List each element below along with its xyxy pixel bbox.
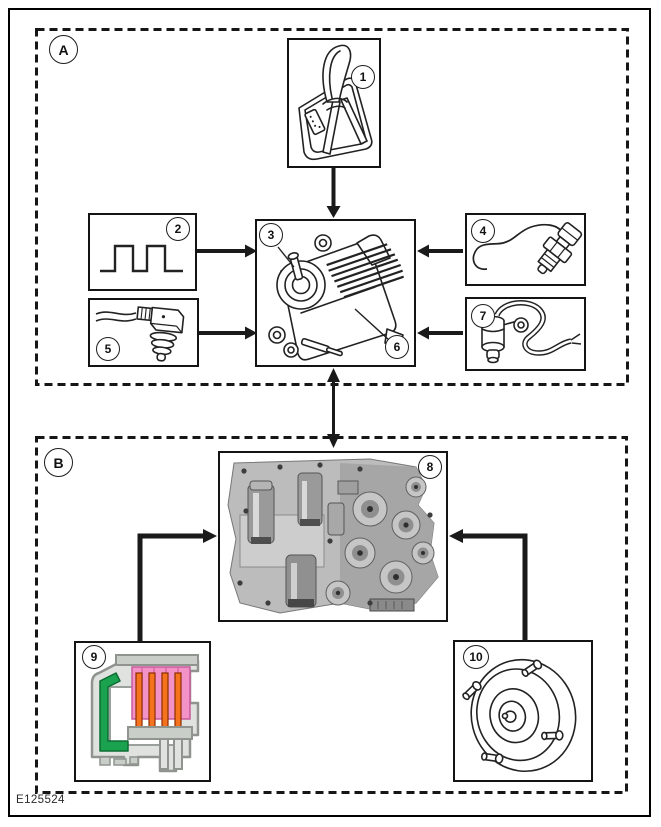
section-b-label: B [44,448,73,477]
callout-1: 1 [351,65,375,89]
callout-10: 10 [463,645,489,669]
callout-8: 8 [418,455,442,479]
valve-body-photo [227,458,439,614]
figure-code: E125524 [16,794,65,806]
callout-9: 9 [82,645,106,669]
callout-3: 3 [259,223,283,247]
callout-4: 4 [471,219,495,243]
callout-2: 2 [166,217,190,241]
component-box-selector-lever [287,38,381,168]
page-border [8,8,651,817]
section-a-label: A [49,35,78,64]
callout-5: 5 [96,337,120,361]
gear-selector-lever-icon [298,44,373,161]
callout-7: 7 [471,304,495,328]
component-box-valve-body [218,451,448,622]
callout-6: 6 [385,335,409,359]
